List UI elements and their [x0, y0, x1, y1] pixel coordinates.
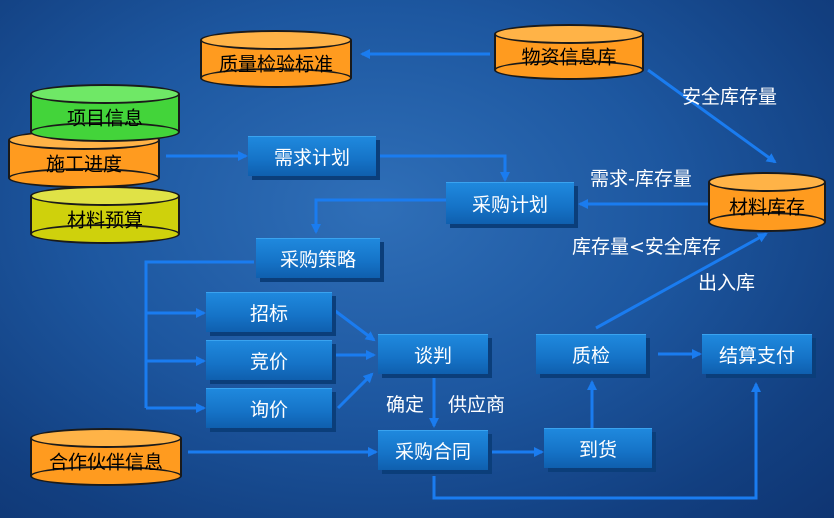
box-quality-check: 质检: [536, 334, 646, 374]
arrow-db-to-inventory: [647, 68, 777, 164]
arrow-purchase-to-strategy: [311, 198, 446, 234]
label-safety-stock: 安全库存量: [682, 86, 778, 108]
box-settlement: 结算支付: [702, 334, 812, 374]
db-material-budget: 材料预算: [30, 186, 180, 244]
arrow-contract-to-settlement: [432, 382, 761, 500]
db-material-budget-label: 材料预算: [66, 209, 143, 232]
label-confirm: 确定: [386, 394, 425, 416]
box-negotiation: 谈判: [378, 334, 488, 374]
db-material-inventory: 材料库存: [708, 172, 826, 232]
box-competitive-price: 竞价: [206, 340, 332, 380]
db-project-info-label: 项目信息: [66, 107, 143, 130]
db-material-inventory-label: 材料库存: [728, 196, 805, 219]
db-quality-standard: 质量检验标准: [200, 30, 352, 88]
label-stock-lt-safety: 库存量<安全库存: [572, 236, 721, 258]
label-in-out: 出入库: [698, 272, 756, 294]
box-arrival: 到货: [544, 428, 652, 468]
arrow-strategy-branch: [144, 260, 254, 408]
db-project-info: 项目信息: [30, 84, 180, 142]
arrow-qc-to-inventory: [595, 232, 768, 330]
arrow-demand-to-purchase: [378, 154, 510, 182]
label-supplier: 供应商: [448, 394, 506, 416]
db-construction-progress-label: 施工进度: [45, 153, 122, 176]
label-demand-minus-stock: 需求-库存量: [590, 168, 692, 190]
box-demand-plan: 需求计划: [248, 136, 376, 176]
db-material-info-label: 物资信息库: [521, 46, 617, 69]
box-bidding: 招标: [206, 292, 332, 332]
box-purchase-plan: 采购计划: [446, 182, 574, 224]
db-material-info: 物资信息库: [494, 24, 644, 80]
box-purchase-strategy: 采购策略: [256, 238, 380, 278]
arrow-inquiry-to-negotiation: [336, 372, 374, 410]
box-inquiry: 询价: [206, 388, 332, 428]
db-partner-info: 合作伙伴信息: [30, 428, 182, 486]
db-construction-progress: 施工进度: [8, 130, 160, 188]
box-purchase-contract: 采购合同: [378, 430, 488, 470]
db-quality-standard-label: 质量检验标准: [218, 53, 333, 76]
arrow-bidding-to-negotiation: [333, 308, 376, 342]
db-partner-info-label: 合作伙伴信息: [48, 451, 163, 474]
